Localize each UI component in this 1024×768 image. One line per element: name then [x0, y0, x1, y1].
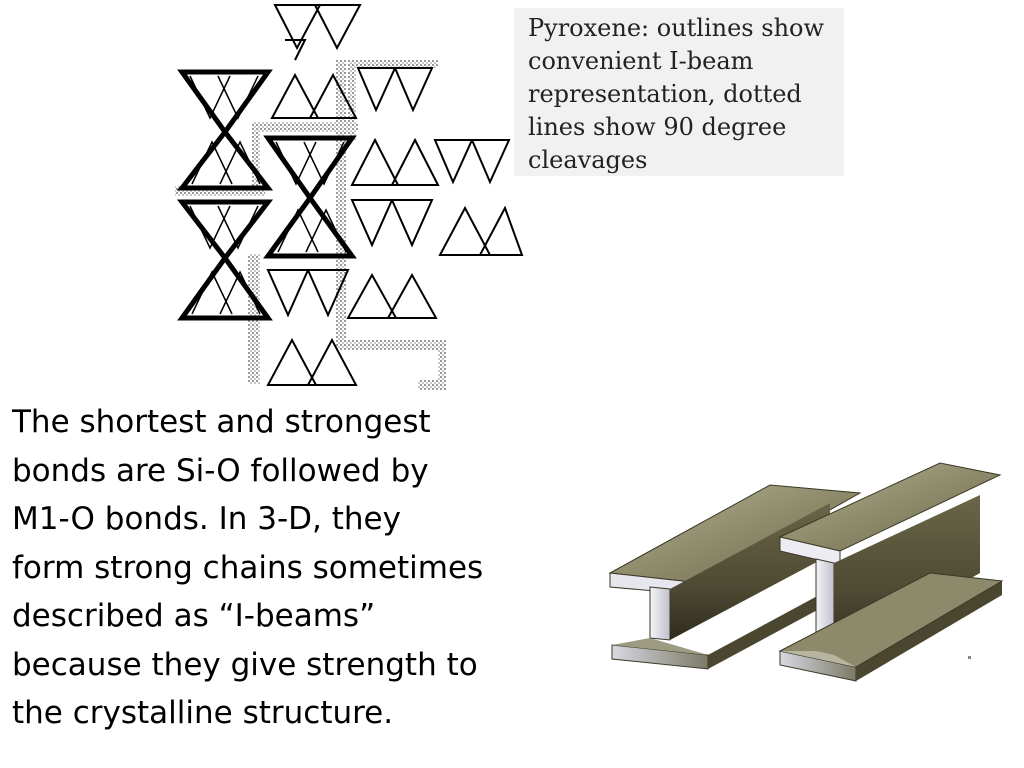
stray-dot [968, 656, 971, 659]
diagram-caption-box: Pyroxene: outlines show convenient I-bea… [514, 8, 844, 176]
front-i-beam [778, 462, 1004, 682]
body-text: The shortest and strongest bonds are Si-… [12, 404, 484, 731]
i-beam-inner-tetrahedra [189, 75, 347, 315]
silicate-tetrahedra [266, 4, 524, 386]
diagram-caption: Pyroxene: outlines show convenient I-bea… [528, 14, 825, 174]
cleavage-dotted-lines [175, 60, 446, 390]
steel-i-beam-illustration [608, 462, 1004, 682]
pyroxene-chain-diagram [175, 4, 524, 390]
i-beam-outlines [176, 69, 357, 321]
